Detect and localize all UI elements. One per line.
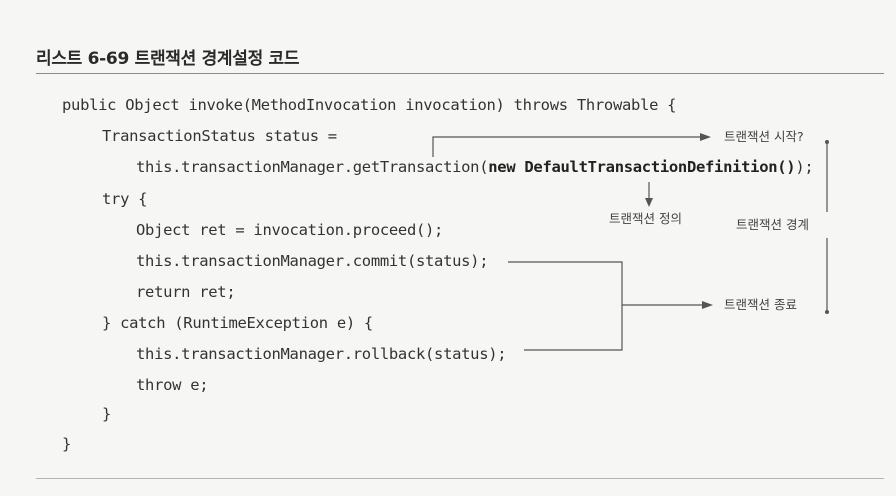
code-line-3-call: this.transactionManager.getTransaction(: [136, 158, 489, 176]
end-connector-line: [508, 261, 623, 351]
start-arrow-line: [432, 136, 700, 157]
listing-title: 리스트 6-69 트랜잭션 경계설정 코드: [36, 49, 300, 69]
code-line-4: try {: [102, 190, 148, 208]
code-line-2: TransactionStatus status =: [102, 127, 337, 145]
callout-tx-define: 트랜잭션 정의: [609, 211, 682, 226]
top-rule: [36, 73, 884, 74]
code-line-12: }: [62, 435, 72, 453]
boundary-dot-top: [825, 140, 829, 144]
callout-tx-end: 트랜잭션 종료: [724, 297, 797, 312]
code-line-5: Object ret = invocation.proceed();: [136, 221, 444, 239]
code-line-9: this.transactionManager.rollback(status)…: [136, 345, 507, 363]
code-line-3: this.transactionManager.getTransaction(n…: [136, 157, 814, 177]
code-line-3-bold: new DefaultTransactionDefinition(): [488, 158, 796, 176]
callout-tx-start: 트랜잭션 시작?: [724, 129, 804, 144]
callout-tx-boundary: 트랜잭션 경계: [736, 217, 809, 232]
code-line-3-end: );: [795, 158, 814, 176]
definition-arrowhead: [645, 198, 653, 207]
bottom-rule: [36, 478, 884, 479]
code-line-11: }: [102, 405, 112, 423]
code-line-6: this.transactionManager.commit(status);: [136, 252, 489, 270]
code-line-10: throw e;: [136, 376, 209, 394]
code-line-1: public Object invoke(MethodInvocation in…: [62, 96, 677, 114]
end-arrowhead: [702, 301, 713, 309]
code-line-8: } catch (RuntimeException e) {: [102, 314, 373, 332]
boundary-dot-bottom: [825, 310, 829, 314]
start-arrowhead: [700, 133, 711, 141]
code-line-7: return ret;: [136, 283, 236, 301]
